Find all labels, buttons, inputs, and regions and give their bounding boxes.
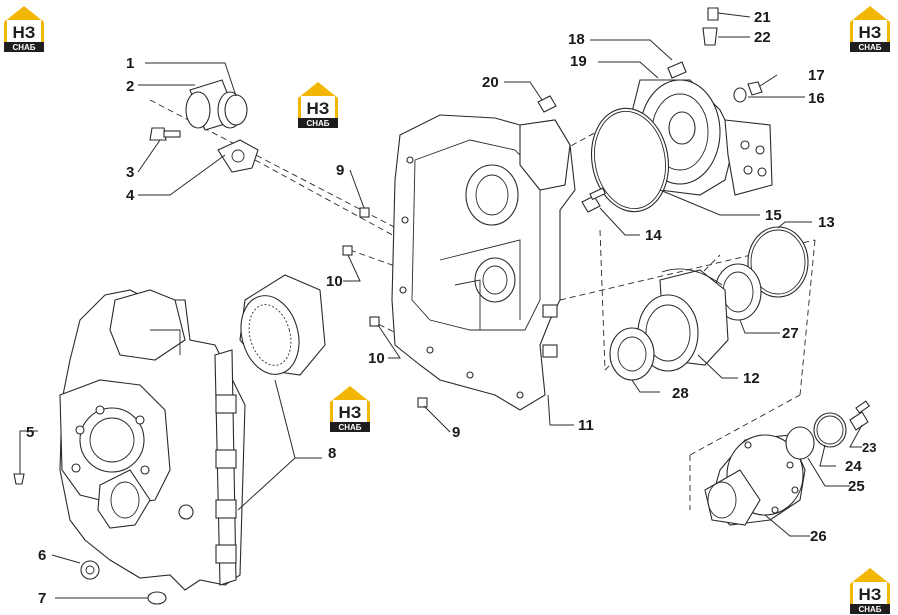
callout-25: 25 [848, 478, 865, 495]
logo-bottom-right: НЗ СНАБ [850, 568, 890, 614]
callout-12: 12 [743, 370, 760, 387]
callout-3: 3 [126, 164, 134, 181]
washer-25 [785, 426, 815, 460]
fasteners [13, 7, 871, 605]
logo-center: НЗ СНАБ [330, 386, 370, 432]
svg-text:СНАБ: СНАБ [858, 605, 881, 614]
callout-13: 13 [818, 214, 835, 231]
callout-9-bottom: 9 [452, 424, 460, 441]
callout-20: 20 [482, 74, 499, 91]
callout-27: 27 [782, 325, 799, 342]
callout-10-bottom: 10 [368, 350, 385, 367]
callout-9-top: 9 [336, 162, 344, 179]
svg-text:СНАБ: СНАБ [338, 423, 361, 432]
callout-10-top: 10 [326, 273, 343, 290]
flange-4 [217, 139, 259, 173]
callout-23: 23 [862, 440, 876, 455]
svg-text:СНАБ: СНАБ [306, 119, 329, 128]
callout-4: 4 [126, 187, 135, 204]
callout-2: 2 [126, 78, 134, 95]
callout-11: 11 [578, 417, 594, 434]
callout-6: 6 [38, 547, 46, 564]
bearing-28 [609, 327, 655, 381]
callout-8: 8 [328, 445, 336, 462]
callout-28: 28 [672, 385, 689, 402]
logo-top-right: НЗ СНАБ [850, 6, 890, 52]
center-housing [391, 114, 576, 411]
ring-gear [239, 274, 326, 376]
snap-ring-1 [224, 94, 248, 126]
callout-1: 1 [126, 55, 134, 72]
callout-24: 24 [845, 458, 862, 475]
svg-text:НЗ: НЗ [339, 403, 362, 422]
o-ring-24 [813, 412, 847, 448]
svg-text:СНАБ: СНАБ [858, 43, 881, 52]
callout-26: 26 [810, 528, 827, 545]
svg-text:НЗ: НЗ [13, 23, 36, 42]
svg-text:НЗ: НЗ [859, 23, 882, 42]
logo-top-left: НЗ СНАБ [4, 6, 44, 52]
svg-text:НЗ: НЗ [859, 585, 882, 604]
callout-18: 18 [568, 31, 585, 48]
o-ring-24-inner [816, 415, 844, 445]
o-ring-15 [590, 107, 670, 213]
output-flange-26 [704, 434, 806, 526]
callout-22: 22 [754, 29, 771, 46]
callout-14: 14 [645, 227, 662, 244]
callout-7: 7 [38, 590, 46, 607]
front-housing [59, 289, 246, 591]
bearing-28-bore [617, 336, 647, 372]
callout-16: 16 [808, 90, 825, 107]
o-ring-15-inner [594, 110, 666, 210]
o-ring-13-inner [750, 229, 806, 295]
callout-19: 19 [570, 53, 587, 70]
logo-center-top: НЗ СНАБ [298, 82, 338, 128]
callout-21: 21 [754, 9, 771, 26]
callout-5: 5 [26, 424, 34, 441]
svg-text:СНАБ: СНАБ [12, 43, 35, 52]
o-ring-13 [747, 226, 809, 298]
svg-text:НЗ: НЗ [307, 99, 330, 118]
callout-labels: 1 2 3 4 5 6 7 8 9 10 10 9 11 12 13 14 15… [26, 9, 876, 607]
leader-lines [19, 12, 863, 599]
callout-17: 17 [808, 67, 825, 84]
callout-15: 15 [765, 207, 782, 224]
